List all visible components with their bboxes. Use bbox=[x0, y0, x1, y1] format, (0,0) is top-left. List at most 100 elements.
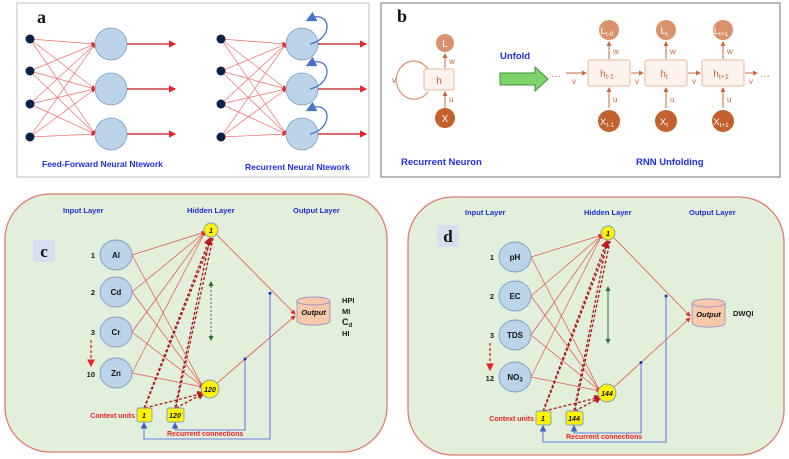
input-hidden-edge bbox=[530, 334, 601, 392]
output-label: Output bbox=[301, 308, 326, 317]
context-unit-first bbox=[535, 410, 552, 426]
input-node bbox=[99, 316, 133, 348]
hidden-node-last-label: 144 bbox=[601, 391, 613, 398]
input-node-X bbox=[435, 108, 455, 128]
input-hidden-edge bbox=[131, 291, 204, 388]
rnn-unfolded: ···vLt-0wht-1uXt-1vLtwhtuXtvLt+1wht+1uXt… bbox=[551, 20, 770, 132]
context-units-label: Context units bbox=[489, 416, 534, 423]
output-cylinder bbox=[691, 303, 726, 328]
input-node bbox=[216, 132, 226, 142]
panel-letter-badge bbox=[437, 225, 459, 247]
self-loop-arrow bbox=[305, 11, 328, 45]
output-node bbox=[599, 20, 619, 40]
ellipsis-left: ··· bbox=[551, 71, 561, 82]
hidden-context-edge bbox=[574, 240, 611, 411]
context-edge bbox=[144, 390, 206, 409]
input-index: 10 bbox=[87, 370, 95, 379]
subscript: t-1 bbox=[606, 74, 614, 81]
output-cylinder-top bbox=[296, 296, 331, 306]
unfold-label: Unfold bbox=[500, 51, 530, 62]
panel-background bbox=[4, 193, 388, 453]
edge bbox=[29, 87, 96, 105]
v-label: v bbox=[749, 77, 753, 86]
output-variable: HI bbox=[342, 329, 350, 338]
input-node bbox=[25, 99, 35, 109]
hidden-output-edge bbox=[613, 237, 691, 317]
rnn-unfolding-caption: RNN Unfolding bbox=[636, 157, 704, 168]
input-node bbox=[498, 241, 532, 273]
input-layer-header: Input Layer bbox=[465, 208, 506, 217]
input-hidden-edge bbox=[530, 234, 603, 297]
input-index: 12 bbox=[486, 374, 494, 383]
hidden-output-edge bbox=[215, 315, 296, 385]
input-hidden-edge bbox=[530, 376, 601, 393]
panel-b: b L w h v u X Unfold ···vLt-0wht-1uXt-1v… bbox=[380, 2, 781, 178]
input-layer-header: Input Layer bbox=[63, 206, 104, 215]
subscript: t+1 bbox=[720, 122, 730, 129]
subscript: t bbox=[666, 122, 668, 129]
hidden-context-edge bbox=[543, 240, 610, 411]
input-hidden-edge bbox=[530, 234, 603, 378]
output-label: Output bbox=[696, 310, 721, 319]
edge bbox=[29, 43, 96, 138]
edge bbox=[29, 103, 96, 135]
edge bbox=[220, 38, 287, 46]
v-label: v bbox=[392, 76, 396, 85]
input-node bbox=[712, 110, 734, 132]
context-edge bbox=[542, 239, 609, 412]
w-label: w bbox=[448, 57, 455, 66]
input-index: 2 bbox=[91, 288, 95, 297]
output-variable: MI bbox=[342, 307, 350, 316]
junction-dot bbox=[639, 361, 643, 365]
hidden-node-first bbox=[203, 222, 219, 238]
recurrent-connection bbox=[171, 359, 246, 431]
panel-letter-badge bbox=[33, 240, 55, 262]
edge bbox=[29, 43, 96, 105]
input-node bbox=[25, 132, 35, 142]
edge bbox=[220, 70, 287, 135]
output-layer-header: Output Layer bbox=[293, 206, 340, 215]
context-unit-first-label: 1 bbox=[541, 416, 545, 423]
hidden-context-edge bbox=[175, 237, 214, 408]
subscript: 3 bbox=[519, 378, 523, 384]
edge bbox=[220, 88, 287, 138]
output-node-L bbox=[436, 34, 454, 52]
input-hidden-edge bbox=[131, 231, 206, 374]
output-node-label: Lt bbox=[660, 26, 667, 38]
input-node-label: X bbox=[442, 114, 449, 125]
edge bbox=[29, 88, 96, 138]
context-edge bbox=[573, 239, 610, 412]
context-unit-last-label: 144 bbox=[568, 416, 580, 423]
hidden-context-edge bbox=[144, 237, 213, 408]
feedforward-network bbox=[25, 27, 177, 151]
context-units-label: Context units bbox=[90, 413, 135, 420]
output-variable: DWQI bbox=[733, 309, 753, 318]
edge bbox=[220, 38, 287, 135]
input-index: 3 bbox=[91, 328, 95, 337]
input-node bbox=[25, 66, 35, 76]
u-label: u bbox=[613, 95, 617, 104]
input-index: 2 bbox=[490, 292, 494, 301]
v-label: v bbox=[692, 77, 696, 86]
recurrent-network bbox=[216, 11, 368, 151]
hidden-output-edge bbox=[612, 317, 691, 389]
rnn-caption: Recurrent Neural Ntework bbox=[245, 162, 350, 172]
edge bbox=[220, 43, 287, 105]
ffnn-caption: Feed-Forward Neural Ntework bbox=[42, 159, 163, 169]
subscript: d bbox=[349, 323, 353, 329]
input-hidden-edge bbox=[530, 295, 601, 392]
recurrent-connection bbox=[539, 296, 667, 443]
input-node-label: TDS bbox=[507, 331, 524, 340]
panel-background bbox=[407, 196, 785, 456]
input-node bbox=[216, 99, 226, 109]
input-node-label: Zn bbox=[111, 369, 121, 378]
hidden-box bbox=[644, 59, 688, 87]
input-node-label: Xt bbox=[660, 117, 668, 129]
hidden-layer-header: Hidden Layer bbox=[584, 208, 632, 217]
edge bbox=[220, 70, 287, 91]
recurrent-connection bbox=[570, 362, 642, 434]
input-index: 1 bbox=[91, 251, 95, 260]
input-hidden-edge bbox=[530, 256, 601, 392]
edge bbox=[29, 38, 96, 46]
